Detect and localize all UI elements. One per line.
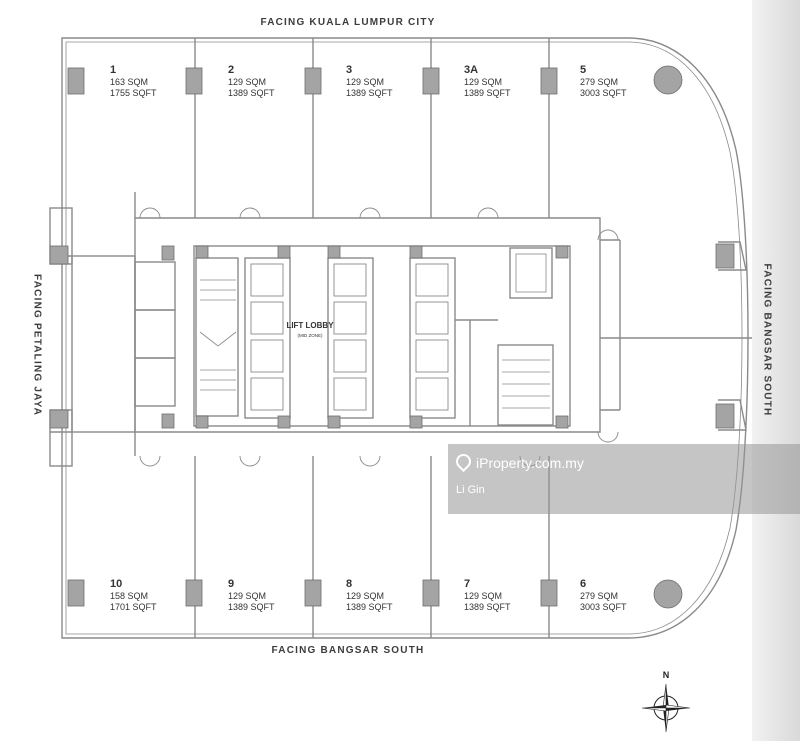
unit-sqft: 1389 SQFT bbox=[464, 88, 511, 98]
unit-sqft: 1755 SQFT bbox=[110, 88, 157, 98]
unit-number: 10 bbox=[110, 578, 123, 590]
unit-sqft: 1389 SQFT bbox=[346, 88, 393, 98]
unit-number: 3A bbox=[464, 64, 479, 76]
unit-sqm: 158 SQM bbox=[110, 591, 149, 601]
unit-number: 8 bbox=[346, 578, 353, 590]
unit-label: 8 129 SQM 1389 SQFT bbox=[346, 578, 393, 613]
unit-sqft: 3003 SQFT bbox=[580, 602, 627, 612]
unit-label: 1 163 SQM 1755 SQFT bbox=[110, 64, 157, 99]
unit-number: 6 bbox=[580, 578, 587, 590]
unit-sqm: 279 SQM bbox=[580, 77, 619, 87]
unit-sqft: 1389 SQFT bbox=[346, 602, 393, 612]
unit-number: 5 bbox=[580, 64, 587, 76]
location-pin-icon bbox=[452, 450, 475, 473]
facing-label-right: FACING BANGSAR SOUTH bbox=[761, 263, 773, 417]
unit-label: 9 129 SQM 1389 SQFT bbox=[228, 578, 275, 613]
compass: N bbox=[638, 670, 694, 734]
unit-sqft: 3003 SQFT bbox=[580, 88, 627, 98]
unit-number: 2 bbox=[228, 64, 235, 76]
unit-label: 3 129 SQM 1389 SQFT bbox=[346, 64, 393, 99]
unit-sqm: 279 SQM bbox=[580, 591, 619, 601]
lift-zone-text: (MID ZONE) bbox=[297, 333, 323, 338]
unit-label: 10 158 SQM 1701 SQFT bbox=[110, 578, 157, 613]
facing-label-left: FACING PETALING JAYA bbox=[31, 274, 43, 416]
unit-sqm: 129 SQM bbox=[228, 591, 267, 601]
facing-label-top: FACING KUALA LUMPUR CITY bbox=[260, 17, 436, 28]
unit-sqm: 129 SQM bbox=[346, 77, 385, 87]
unit-sqft: 1389 SQFT bbox=[228, 88, 275, 98]
unit-number: 7 bbox=[464, 578, 471, 590]
unit-sqm: 129 SQM bbox=[228, 77, 267, 87]
watermark-banner: iProperty.com.my Li Gin bbox=[448, 444, 800, 514]
unit-number: 3 bbox=[346, 64, 353, 76]
facing-label-bottom: FACING BANGSAR SOUTH bbox=[271, 645, 425, 656]
right-edge-shade bbox=[752, 0, 800, 741]
watermark-agent: Li Gin bbox=[456, 484, 485, 496]
unit-number: 1 bbox=[110, 64, 117, 76]
unit-label: 2 129 SQM 1389 SQFT bbox=[228, 64, 275, 99]
unit-sqm: 129 SQM bbox=[346, 591, 385, 601]
unit-sqft: 1389 SQFT bbox=[228, 602, 275, 612]
compass-rose-icon bbox=[641, 683, 691, 733]
unit-label: 7 129 SQM 1389 SQFT bbox=[464, 578, 511, 613]
unit-sqft: 1701 SQFT bbox=[110, 602, 157, 612]
unit-sqft: 1389 SQFT bbox=[464, 602, 511, 612]
unit-number: 9 bbox=[228, 578, 235, 590]
unit-label: 6 279 SQM 3003 SQFT bbox=[580, 578, 627, 613]
unit-label: 5 279 SQM 3003 SQFT bbox=[580, 64, 627, 99]
unit-sqm: 163 SQM bbox=[110, 77, 149, 87]
compass-north-label: N bbox=[662, 670, 670, 680]
unit-sqm: 129 SQM bbox=[464, 591, 503, 601]
lift-lobby-label: LIFT LOBBY (MID ZONE) bbox=[280, 321, 340, 341]
lift-lobby-text: LIFT LOBBY bbox=[286, 321, 334, 330]
unit-label: 3A 129 SQM 1389 SQFT bbox=[464, 64, 511, 99]
unit-sqm: 129 SQM bbox=[464, 77, 503, 87]
watermark-brand-text: iProperty.com.my bbox=[476, 455, 584, 471]
watermark-brand: iProperty.com.my bbox=[452, 450, 584, 473]
